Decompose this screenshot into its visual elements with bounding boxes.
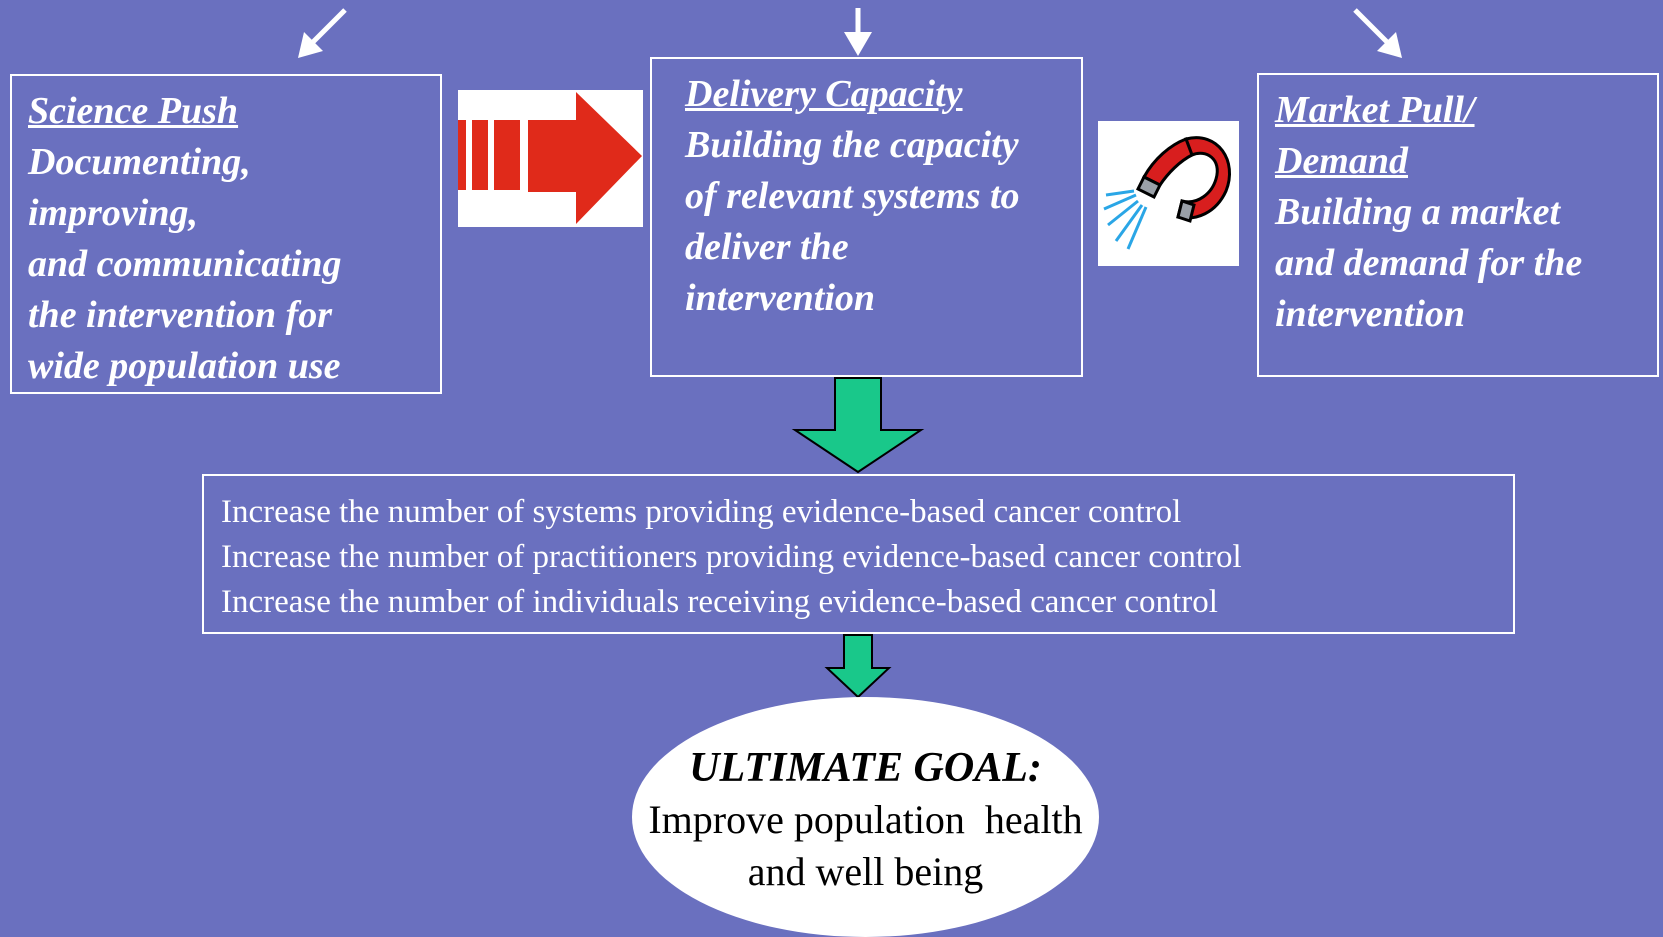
goal-title: ULTIMATE GOAL: <box>689 745 1042 791</box>
market-pull-line: and demand for the <box>1275 242 1583 284</box>
arrow-to-science-icon <box>298 8 347 58</box>
science-push-box: Science Push Documenting, improving, and… <box>10 74 442 394</box>
outcome-line: Increase the number of practitioners pro… <box>221 539 1242 575</box>
delivery-capacity-box: Delivery Capacity Building the capacity … <box>650 57 1083 377</box>
arrow-to-market-icon <box>1353 8 1402 58</box>
delivery-capacity-line: of relevant systems to <box>685 175 1020 217</box>
delivery-capacity-heading: Delivery Capacity <box>685 73 963 115</box>
delivery-capacity-line: intervention <box>685 277 876 319</box>
science-push-line: Documenting, <box>28 141 251 183</box>
science-push-line: wide population use <box>28 345 341 387</box>
arrow-to-delivery-icon <box>844 8 872 56</box>
market-pull-line: Building a market <box>1275 191 1561 233</box>
market-pull-heading: Market Pull/ <box>1275 89 1475 131</box>
science-push-line: and communicating <box>28 243 342 285</box>
goal-text: ULTIMATE GOAL: Improve population health… <box>632 742 1099 898</box>
science-push-line: improving, <box>28 192 198 234</box>
outcomes-box: Increase the number of systems providing… <box>202 474 1515 634</box>
goal-line: Improve population health <box>648 797 1083 842</box>
science-push-line: the intervention for <box>28 294 333 336</box>
science-push-heading: Science Push <box>28 90 239 132</box>
red-striped-right-arrow-icon <box>458 92 642 224</box>
push-arrow-image <box>458 90 643 227</box>
delivery-capacity-line: deliver the <box>685 226 849 268</box>
horseshoe-magnet-icon <box>1103 136 1231 250</box>
magnet-image <box>1098 121 1239 266</box>
outcome-line: Increase the number of systems providing… <box>221 494 1182 530</box>
goal-ellipse <box>632 697 1099 937</box>
market-pull-line: intervention <box>1275 293 1466 335</box>
down-arrow-large-icon <box>791 377 925 474</box>
outcome-line: Increase the number of individuals recei… <box>221 584 1218 620</box>
down-arrow-small-icon <box>824 634 892 699</box>
goal-line: and well being <box>747 849 984 894</box>
market-pull-box: Market Pull/ Demand Building a market an… <box>1257 73 1659 377</box>
delivery-capacity-line: Building the capacity <box>685 124 1019 166</box>
market-pull-heading: Demand <box>1275 140 1408 182</box>
